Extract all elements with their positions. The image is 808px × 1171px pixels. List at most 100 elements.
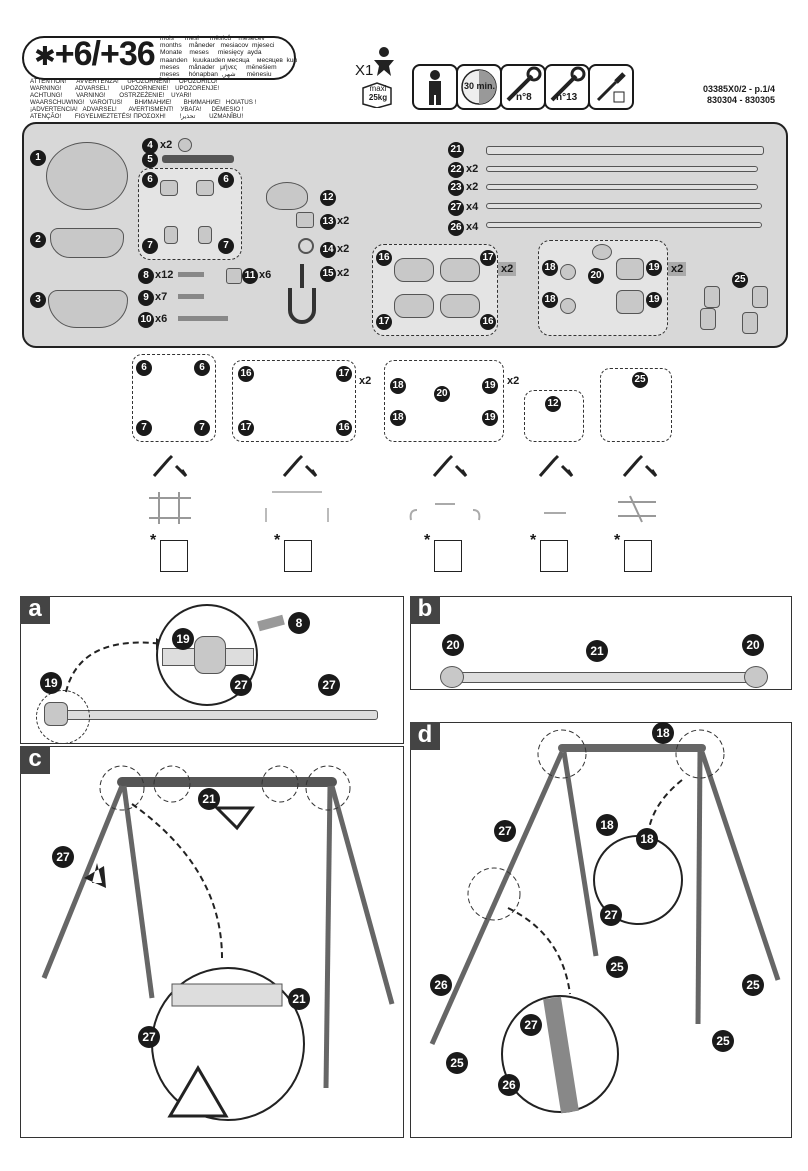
part-quantity: x2 bbox=[466, 163, 479, 175]
step-b-tag: b bbox=[410, 596, 440, 624]
leg-cover-part bbox=[440, 258, 480, 282]
trash-bin-icon bbox=[284, 540, 312, 572]
top-tube-21 bbox=[460, 672, 752, 683]
part-number: 9 bbox=[138, 290, 154, 306]
clock-icon bbox=[461, 69, 497, 105]
seat-bar-part bbox=[50, 228, 124, 258]
weight-box-icon bbox=[362, 82, 392, 108]
part-20-left bbox=[440, 666, 464, 688]
nut-cover-part bbox=[226, 268, 242, 284]
part-number: 23 bbox=[448, 180, 464, 196]
part-number: 18 bbox=[542, 292, 558, 308]
part-number: 18 bbox=[390, 378, 406, 394]
seat-bucket-part bbox=[48, 290, 128, 328]
part-number: 27 bbox=[448, 200, 464, 216]
part-number: 12 bbox=[320, 190, 336, 206]
asterisk: * bbox=[530, 532, 537, 549]
foot-part bbox=[700, 308, 716, 330]
part-quantity: x7 bbox=[155, 291, 168, 303]
part-quantity: x6 bbox=[155, 313, 168, 325]
tool-wrench-13: n°13 bbox=[544, 64, 590, 110]
callout: 21 bbox=[198, 788, 220, 810]
part-number: 7 bbox=[194, 420, 210, 436]
part-number: 17 bbox=[336, 366, 352, 382]
nut-part bbox=[296, 212, 314, 228]
callout: 21 bbox=[586, 640, 608, 662]
sprue-waste-icon bbox=[149, 492, 191, 524]
part-number: 26 bbox=[448, 220, 464, 236]
part-number: 19 bbox=[646, 260, 662, 276]
part-number: 11 bbox=[242, 268, 258, 284]
callout: 8 bbox=[288, 612, 310, 634]
callout: 27 bbox=[600, 904, 622, 926]
asterisk: * bbox=[150, 532, 157, 549]
callout: 26 bbox=[430, 974, 452, 996]
callout: 18 bbox=[596, 814, 618, 836]
connector-part bbox=[198, 226, 212, 244]
dashed-arrow bbox=[65, 638, 166, 693]
part-20-right bbox=[744, 666, 768, 688]
callout: 27 bbox=[230, 674, 252, 696]
part-number: 10 bbox=[138, 312, 154, 328]
part-quantity: x12 bbox=[155, 269, 174, 281]
frame-assembly-d bbox=[429, 729, 781, 1114]
group-quantity: x2 bbox=[507, 375, 520, 387]
part-number: 20 bbox=[588, 268, 604, 284]
plug-part bbox=[560, 298, 576, 314]
group-quantity: x2 bbox=[668, 262, 687, 276]
part-number: 20 bbox=[434, 386, 450, 402]
callout: 27 bbox=[138, 1026, 160, 1048]
part-number: 6 bbox=[218, 172, 234, 188]
part-number: 1 bbox=[30, 150, 46, 166]
tube-part bbox=[486, 166, 758, 172]
bracket-part bbox=[266, 182, 308, 210]
person-icon bbox=[429, 70, 441, 105]
callout: 25 bbox=[446, 1052, 468, 1074]
part-number: 6 bbox=[142, 172, 158, 188]
part-number: 21 bbox=[448, 142, 464, 158]
step-d-tag: d bbox=[410, 722, 440, 750]
cutter-icon bbox=[538, 454, 574, 478]
callout: 25 bbox=[606, 956, 628, 978]
age-badge bbox=[22, 36, 296, 80]
part-number: 6 bbox=[136, 360, 152, 376]
part-number: 19 bbox=[482, 378, 498, 394]
part-number: 16 bbox=[480, 314, 496, 330]
cutter-icon bbox=[282, 454, 318, 478]
cutter-icon bbox=[622, 454, 658, 478]
corner-part bbox=[616, 290, 644, 314]
group-quantity: x2 bbox=[359, 375, 372, 387]
part-number: 15 bbox=[320, 266, 336, 282]
connector-part bbox=[164, 226, 178, 244]
leg-tube-part bbox=[486, 203, 762, 209]
part-19 bbox=[44, 702, 68, 726]
trash-bin-icon bbox=[434, 540, 462, 572]
part-number: 7 bbox=[142, 238, 158, 254]
callout: 20 bbox=[442, 634, 464, 656]
months-multilingual: mois mesi měsíců mesecev months måneder … bbox=[160, 35, 298, 79]
part-number: 18 bbox=[542, 260, 558, 276]
group-16-17 bbox=[372, 244, 498, 336]
trash-bin-icon bbox=[160, 540, 188, 572]
sprue-waste-icon bbox=[265, 491, 329, 522]
asterisk: * bbox=[424, 532, 431, 549]
callout: 18 bbox=[636, 828, 658, 850]
tube-part bbox=[486, 184, 758, 190]
part-number: 19 bbox=[646, 292, 662, 308]
part-quantity: x2 bbox=[337, 215, 350, 227]
corner-part bbox=[616, 258, 644, 280]
callout: 27 bbox=[520, 1014, 542, 1036]
callout: 25 bbox=[712, 1030, 734, 1052]
seat-back-part bbox=[46, 142, 128, 210]
foot-part bbox=[752, 286, 768, 308]
part-quantity: x6 bbox=[259, 269, 272, 281]
part-quantity: x2 bbox=[466, 181, 479, 193]
callout: 27 bbox=[52, 846, 74, 868]
part-number: 4 bbox=[142, 138, 158, 154]
connector-part bbox=[160, 180, 178, 196]
part-number: 8 bbox=[138, 268, 154, 284]
part-number: 17 bbox=[480, 250, 496, 266]
part-number: 25 bbox=[632, 372, 648, 388]
tube-27 bbox=[60, 710, 378, 720]
